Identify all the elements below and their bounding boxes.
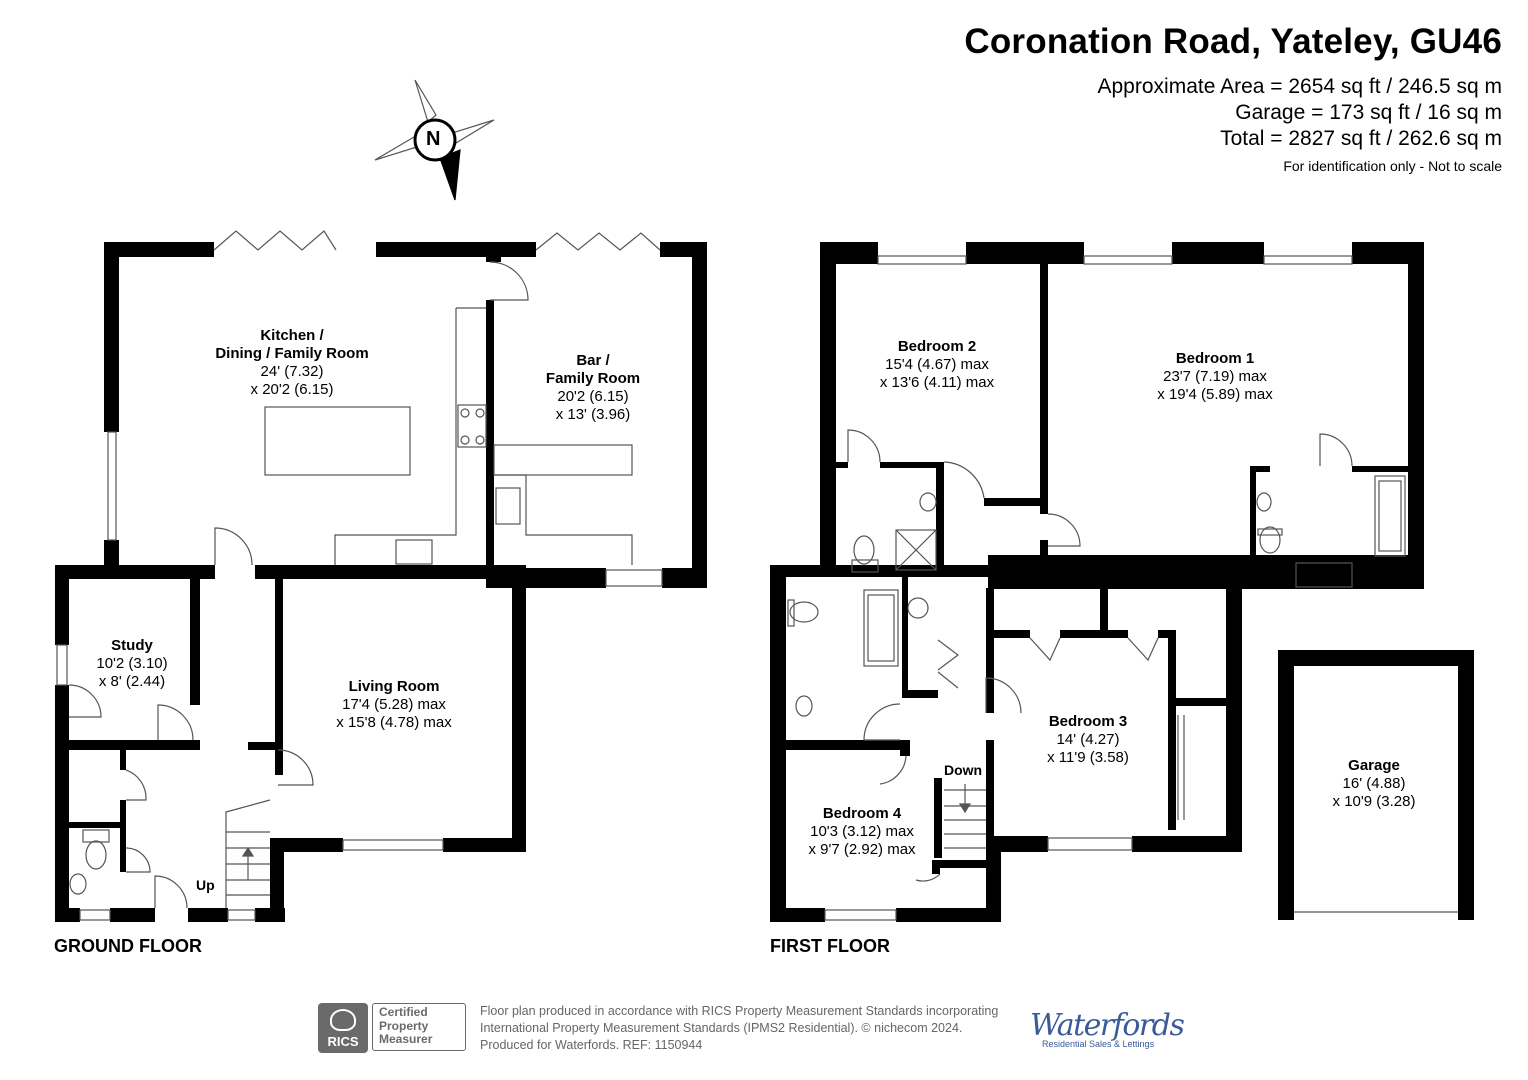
brand-tagline: Residential Sales & Lettings xyxy=(1042,1039,1155,1049)
room-garage: Garage 16' (4.88) x 10'9 (3.28) xyxy=(1333,757,1416,811)
first-floor-label: FIRST FLOOR xyxy=(770,936,890,956)
certified-line: Property xyxy=(379,1018,429,1033)
rics-logo-text: RICS xyxy=(327,1034,359,1049)
room-dims: 20'2 (6.15) x 13' (3.96) xyxy=(555,388,631,423)
certified-line: Certified xyxy=(379,1005,428,1019)
room-living: Living Room 17'4 (5.28) max x 15'8 (4.78… xyxy=(336,678,451,732)
waterfords-logo: Waterfords Residential Sales & Lettings xyxy=(1030,1008,1185,1049)
approximate-area: Approximate Area = 2654 sq ft / 246.5 sq… xyxy=(1097,75,1503,98)
room-dims: 10'3 (3.12) max x 9'7 (2.92) max xyxy=(808,823,916,858)
room-dims: 16' (4.88) x 10'9 (3.28) xyxy=(1332,775,1416,810)
room-name: Living Room xyxy=(348,678,440,695)
compass-icon xyxy=(374,79,495,201)
footer-line: Produced for Waterfords. REF: 1150944 xyxy=(480,1038,703,1052)
room-name: Bedroom 1 xyxy=(1175,350,1255,367)
footer-line: Floor plan produced in accordance with R… xyxy=(480,1004,999,1018)
room-name: Kitchen / Dining / Family Room xyxy=(215,327,369,362)
footer-line: International Property Measurement Stand… xyxy=(480,1021,963,1035)
room-kitchen: Kitchen / Dining / Family Room 24' (7.32… xyxy=(215,327,368,399)
ground-floor-walls xyxy=(55,242,707,922)
room-dims: 15'4 (4.67) max x 13'6 (4.11) max xyxy=(879,356,995,391)
room-dims: 14' (4.27) x 11'9 (3.58) xyxy=(1047,731,1129,766)
room-name: Study xyxy=(111,637,153,654)
certified-measurer-label: Certified Property Measurer xyxy=(372,1003,466,1051)
room-bedroom-3: Bedroom 3 14' (4.27) x 11'9 (3.58) xyxy=(1047,713,1129,767)
garage-area: Garage = 173 sq ft / 16 sq m xyxy=(1235,101,1502,124)
room-dims: 23'7 (7.19) max x 19'4 (5.89) max xyxy=(1157,368,1273,403)
ground-floor-label: GROUND FLOOR xyxy=(54,936,202,956)
room-bedroom-2: Bedroom 2 15'4 (4.67) max x 13'6 (4.11) … xyxy=(880,338,994,392)
property-title: Coronation Road, Yateley, GU46 xyxy=(964,22,1502,61)
brand-name: Waterfords xyxy=(1030,1008,1185,1043)
room-study: Study 10'2 (3.10) x 8' (2.44) xyxy=(96,637,167,691)
room-dims: 10'2 (3.10) x 8' (2.44) xyxy=(96,655,168,690)
disclaimer: For identification only - Not to scale xyxy=(1283,158,1502,174)
rics-logo: RICS xyxy=(318,1003,368,1053)
stairs-up-label: Up xyxy=(196,877,215,893)
room-dims: 24' (7.32) x 20'2 (6.15) xyxy=(250,363,334,398)
total-area: Total = 2827 sq ft / 262.6 sq m xyxy=(1220,127,1502,150)
room-bedroom-4: Bedroom 4 10'3 (3.12) max x 9'7 (2.92) m… xyxy=(808,805,915,859)
compass-north-label: N xyxy=(426,128,441,150)
rics-seal-icon xyxy=(330,1009,356,1031)
room-bar: Bar / Family Room 20'2 (6.15) x 13' (3.9… xyxy=(546,352,640,424)
room-name: Bedroom 4 xyxy=(822,805,902,822)
ground-floor-fixtures xyxy=(56,230,663,921)
stairs-down-label: Down xyxy=(944,762,983,778)
room-dims: 17'4 (5.28) max x 15'8 (4.78) max xyxy=(336,696,452,731)
first-floor-fixtures xyxy=(787,255,1458,921)
certified-line: Measurer xyxy=(379,1032,433,1046)
room-name: Garage xyxy=(1348,757,1400,774)
room-name: Bedroom 3 xyxy=(1048,713,1128,730)
room-bedroom-1: Bedroom 1 23'7 (7.19) max x 19'4 (5.89) … xyxy=(1157,350,1272,404)
room-name: Bedroom 2 xyxy=(897,338,977,355)
footer-notice: Floor plan produced in accordance with R… xyxy=(480,1003,998,1054)
rics-badge: RICS Certified Property Measurer xyxy=(318,1003,468,1053)
room-name: Bar / Family Room xyxy=(545,352,641,387)
first-floor-walls xyxy=(770,242,1474,922)
